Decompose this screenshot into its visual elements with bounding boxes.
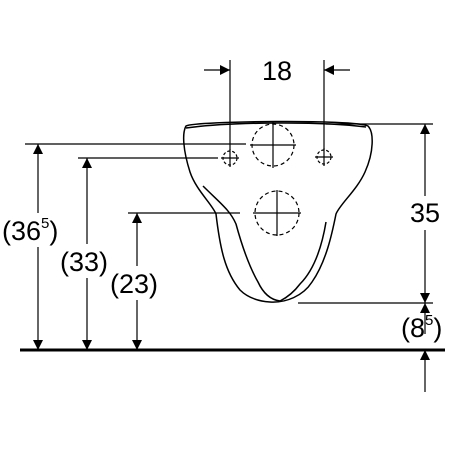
- fixing-hole-right: [315, 148, 333, 166]
- label-height-23: (23): [110, 269, 158, 299]
- dimension-hole-spacing: [204, 60, 350, 150]
- waste-hole-upper: [250, 122, 296, 168]
- label-bowl-depth: 35: [410, 198, 440, 228]
- label-total-height: (365): [2, 215, 58, 246]
- bowl-front-contour: [279, 221, 327, 302]
- label-height-33: (33): [60, 247, 108, 277]
- waste-hole-lower: [253, 190, 301, 236]
- label-floor-clearance: (85): [401, 312, 442, 343]
- fixing-hole-left: [221, 149, 239, 167]
- label-hole-spacing: 18: [262, 56, 292, 86]
- bowl-inner-contour: [202, 185, 281, 302]
- toilet-outline: [182, 120, 373, 303]
